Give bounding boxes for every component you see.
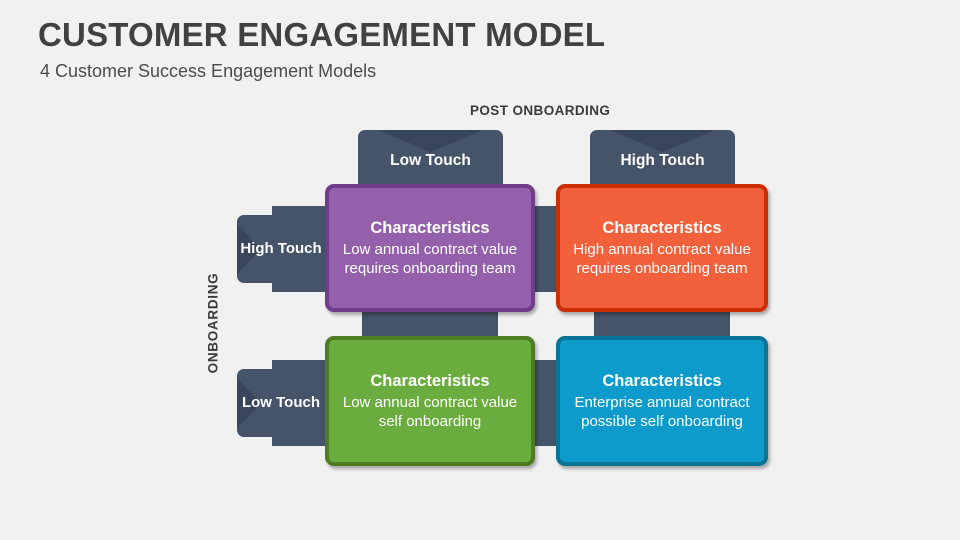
row-tab-high-touch[interactable]: High Touch [237, 215, 325, 283]
column-tab-high-touch[interactable]: High Touch [590, 130, 735, 192]
quadrant-card-blue[interactable]: Characteristics Enterprise annual contra… [556, 336, 768, 466]
quadrant-card-orange[interactable]: Characteristics High annual contract val… [556, 184, 768, 312]
quadrant-card-green[interactable]: Characteristics Low annual contract valu… [325, 336, 535, 466]
column-tab-low-touch[interactable]: Low Touch [358, 130, 503, 192]
quadrant-card-purple[interactable]: Characteristics Low annual contract valu… [325, 184, 535, 312]
chevron-down-icon [610, 130, 715, 152]
quadrant-card-green-heading: Characteristics [370, 372, 490, 391]
axis-label-post-onboarding: POST ONBOARDING [470, 103, 611, 118]
column-tab-low-touch-label: Low Touch [390, 151, 471, 169]
quadrant-card-orange-heading: Characteristics [602, 219, 722, 238]
axis-label-onboarding-text: ONBOARDING [205, 272, 221, 374]
axis-label-onboarding: ONBOARDING [203, 263, 223, 383]
quadrant-card-orange-body: High annual contract value requires onbo… [573, 240, 751, 277]
row-tab-low-touch-label: Low Touch [241, 394, 321, 412]
row-tab-high-touch-label: High Touch [240, 240, 322, 258]
quadrant-card-blue-body: Enterprise annual contract possible self… [574, 393, 750, 430]
quadrant-card-green-body: Low annual contract value self onboardin… [342, 393, 518, 430]
row-tab-low-touch[interactable]: Low Touch [237, 369, 325, 437]
quadrant-card-purple-heading: Characteristics [370, 219, 490, 238]
page-title: CUSTOMER ENGAGEMENT MODEL [38, 16, 606, 53]
column-tab-high-touch-label: High Touch [620, 151, 705, 169]
quadrant-card-purple-body: Low annual contract value requires onboa… [342, 240, 518, 277]
page-subtitle: 4 Customer Success Engagement Models [40, 61, 377, 81]
quadrant-card-blue-heading: Characteristics [602, 372, 722, 391]
chevron-down-icon [378, 130, 483, 152]
